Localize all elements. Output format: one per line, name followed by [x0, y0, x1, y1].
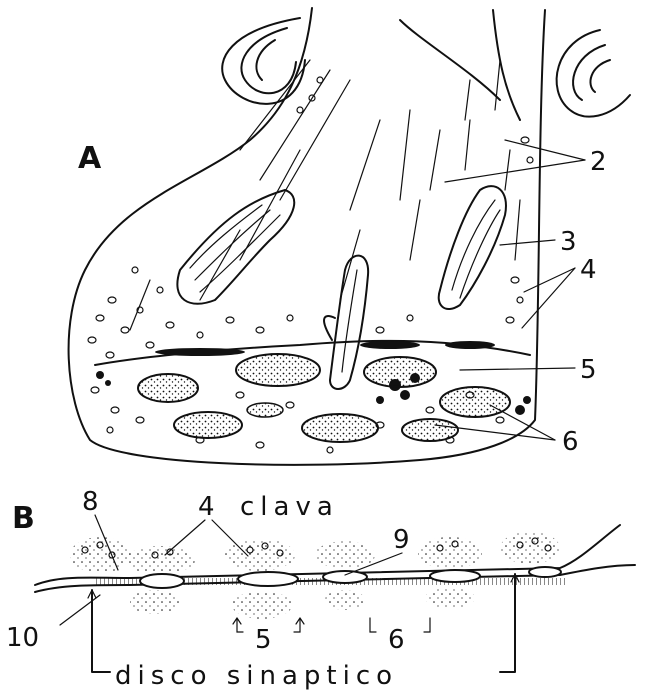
label-9: 9 [393, 525, 410, 555]
panel-a-drawing [69, 8, 630, 465]
subsynaptic-stipple [130, 588, 475, 619]
label-disco-sinaptico: disco sinaptico [115, 661, 398, 691]
panel-b-drawing [35, 515, 635, 672]
label-4-b: 4 [198, 492, 215, 522]
mitochondrion [439, 186, 506, 309]
label-6: 6 [562, 427, 579, 457]
label-5-b: 5 [255, 625, 272, 655]
clava-stipple [70, 532, 560, 574]
label-4: 4 [580, 255, 597, 285]
label-10: 10 [6, 623, 39, 653]
mitochondrion [177, 190, 294, 304]
panel-b-letter: B [12, 501, 35, 536]
subsynaptic-pockets [138, 354, 510, 442]
label-5: 5 [580, 355, 597, 385]
mitochondrion [324, 256, 368, 389]
label-3: 3 [560, 227, 577, 257]
neurofibrils [130, 60, 520, 330]
label-2: 2 [590, 147, 607, 177]
label-clava: clava [240, 492, 339, 522]
label-6-b: 6 [388, 625, 405, 655]
label-8: 8 [82, 487, 99, 517]
panel-a-letter: A [78, 141, 102, 176]
